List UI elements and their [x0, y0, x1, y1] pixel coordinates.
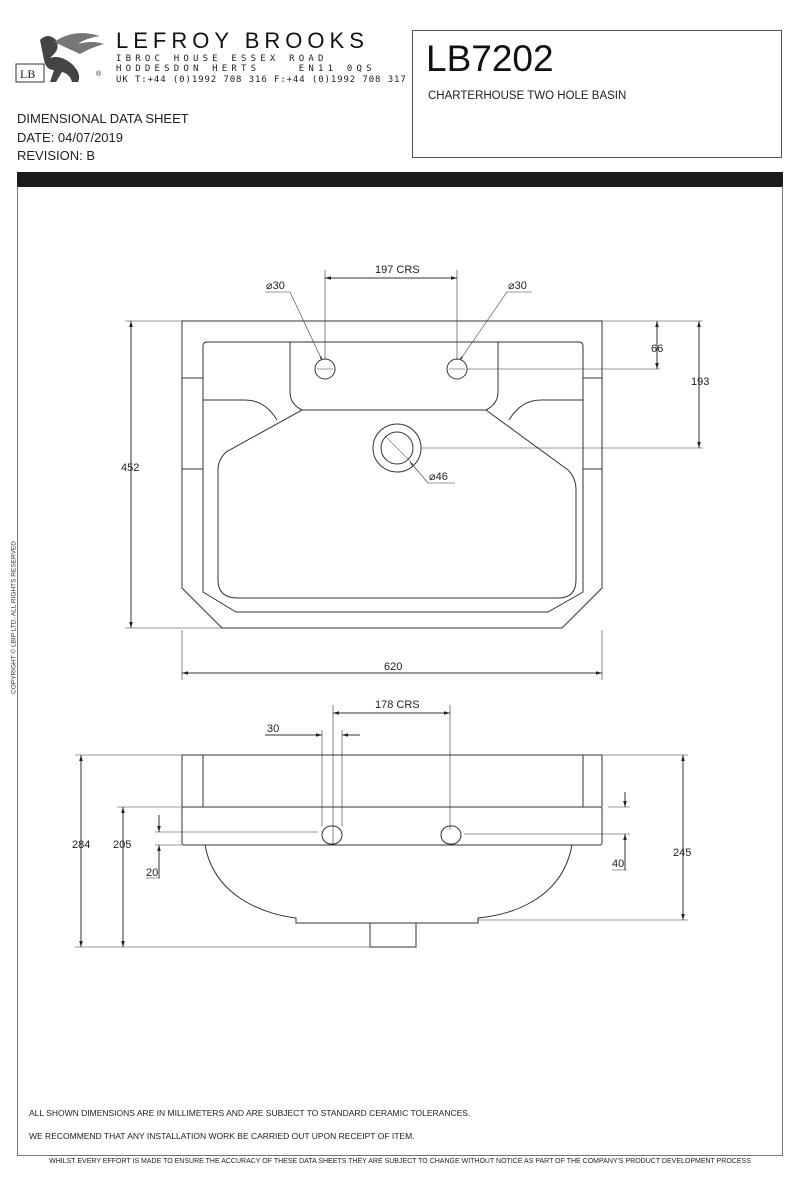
waste-inner [380, 431, 414, 465]
sheet-revision: REVISION: B [17, 148, 96, 163]
dim-bowl-height: 245 [673, 847, 691, 859]
dim-hole-from-back: 66 [651, 343, 663, 355]
dim-waste: ⌀46 [429, 471, 448, 483]
svg-text:LB: LB [20, 67, 35, 81]
bowl-outline [217, 409, 577, 599]
dim-hole-size: 30 [267, 723, 279, 735]
dim-rim-height: 205 [113, 839, 131, 851]
note-installation: WE RECOMMEND THAT ANY INSTALLATION WORK … [29, 1131, 415, 1141]
disclaimer: WHILST EVERY EFFORT IS MADE TO ENSURE TH… [49, 1158, 751, 1165]
product-name: CHARTERHOUSE TWO HOLE BASIN [428, 90, 627, 102]
lion-logo-icon: LB ® [15, 33, 104, 83]
note-dimensions: ALL SHOWN DIMENSIONS ARE IN MILLIMETERS … [29, 1108, 471, 1118]
dim-width: 620 [384, 661, 402, 673]
dim-overall-height: 284 [72, 839, 90, 851]
dim-tap-centres: 197 CRS [375, 264, 420, 276]
dim-rim-offset: 20 [146, 867, 158, 879]
side-tap-hole-right [440, 825, 462, 845]
product-code: LB7202 [426, 38, 554, 79]
brand-name: LEFROY BROOKS [116, 28, 369, 53]
bowl-profile [204, 844, 573, 924]
address-line-1: IBROC HOUSE ESSEX ROAD [116, 54, 328, 64]
drawing-frame [17, 186, 783, 1156]
address-line-2: HODDESDON HERTS EN11 0QS [116, 64, 376, 74]
dim-waste-from-back: 193 [691, 376, 709, 388]
sheet-type: DIMENSIONAL DATA SHEET [17, 111, 189, 126]
dim-tap-hole-right: ⌀30 [508, 280, 527, 292]
side-tap-hole-left [321, 825, 343, 845]
side-view [75, 705, 688, 948]
plan-view [125, 270, 703, 680]
sheet-date: DATE: 04/07/2019 [17, 130, 123, 145]
dim-depth: 452 [121, 462, 139, 474]
waste-outlet [369, 922, 417, 948]
dim-hole-height: 40 [612, 858, 624, 870]
basin-outline [181, 320, 603, 629]
svg-text:®: ® [96, 70, 102, 78]
phone-line: UK T:+44 (0)1992 708 316 F:+44 (0)1992 7… [116, 75, 407, 85]
title-box [412, 30, 782, 158]
header-divider-bar [17, 172, 783, 187]
dim-side-tap-centres: 178 CRS [375, 699, 420, 711]
dim-tap-hole-left: ⌀30 [266, 280, 285, 292]
